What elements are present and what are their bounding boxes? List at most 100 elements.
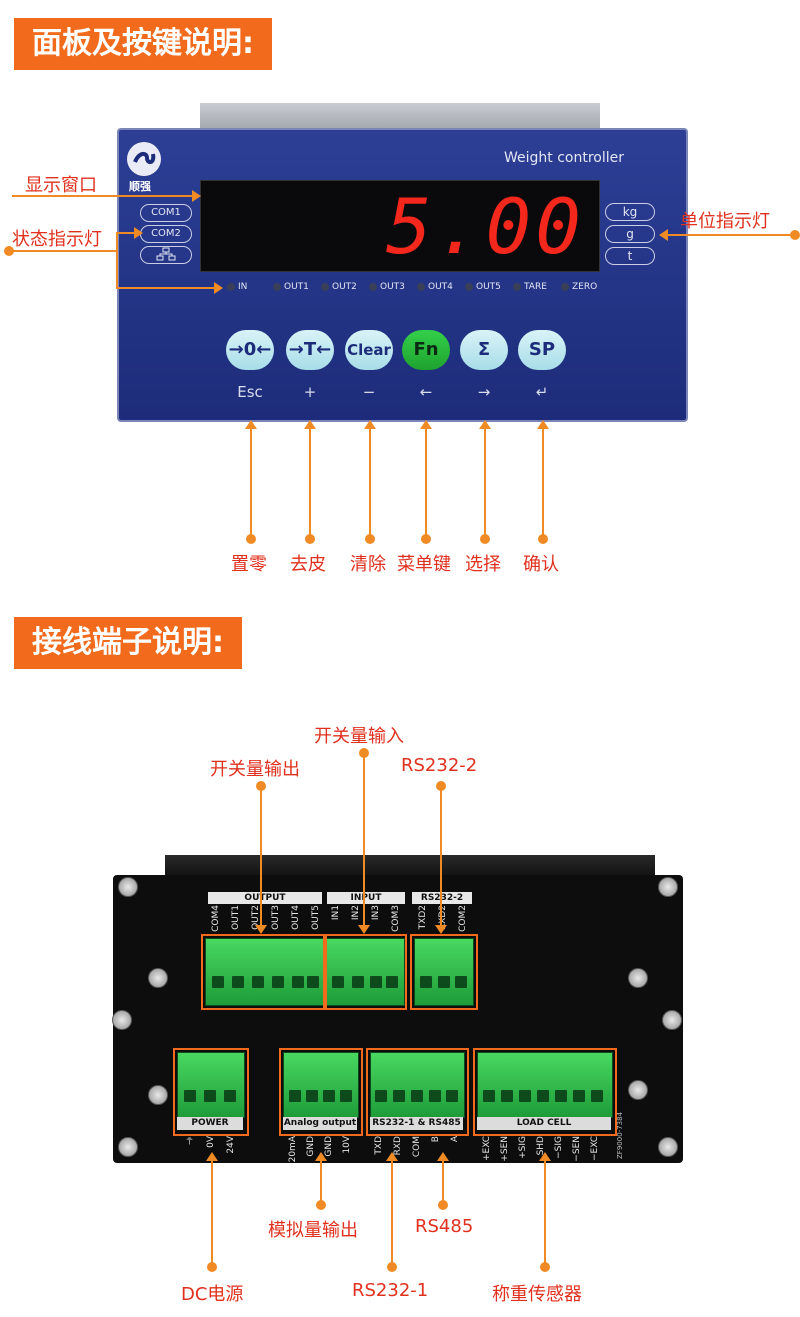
rs232-1-callout: RS232-1: [352, 1280, 429, 1301]
switch-out-callout: 开关量输出: [210, 759, 300, 780]
unit-t-indicator: t: [605, 247, 655, 265]
tare-key-desc: 去皮: [290, 554, 326, 575]
led-out4: [417, 283, 425, 291]
rs232-2-terminal-block[interactable]: [414, 938, 474, 1006]
pin-label: +SIG: [518, 1136, 528, 1159]
led-out1-label: OUT1: [284, 282, 309, 292]
led-out2: [321, 283, 329, 291]
sp-key-sublabel: ↵: [535, 383, 549, 401]
pin-label: OUT3: [271, 905, 281, 930]
ground-icon: ⏚: [186, 1136, 196, 1145]
pin-label: 20mA: [288, 1136, 298, 1163]
pin-label: B: [431, 1136, 441, 1143]
screw: [658, 877, 678, 897]
network-indicator: [140, 246, 192, 264]
pin-label: TXD: [374, 1136, 384, 1155]
pin-label: −EXC: [590, 1136, 600, 1162]
analog-caption: Analog output: [283, 1117, 357, 1130]
display-callout: 显示窗口: [25, 175, 97, 196]
unit-t-label: t: [627, 249, 633, 263]
zero-key-sublabel: Esc: [237, 383, 263, 401]
led-out3: [369, 283, 377, 291]
sum-key-desc: 选择: [465, 554, 501, 575]
led-out5-label: OUT5: [476, 282, 501, 292]
led-tare-label: TARE: [524, 282, 547, 292]
screw: [118, 1137, 138, 1157]
screw: [148, 968, 168, 988]
input-group-header: INPUT: [327, 892, 405, 904]
rs-terminal-block[interactable]: [370, 1052, 465, 1118]
led-tare: [513, 283, 521, 291]
analog-terminal-block[interactable]: [283, 1052, 359, 1118]
tare-key[interactable]: →T←: [286, 330, 334, 370]
com1-label: COM1: [151, 207, 181, 218]
led-out5: [465, 283, 473, 291]
output-group-header: OUTPUT: [208, 892, 322, 904]
unit-kg-indicator: kg: [605, 203, 655, 221]
pin-label: COM3: [391, 905, 401, 932]
weight-display: 5.00: [200, 180, 600, 272]
unit-g-indicator: g: [605, 225, 655, 243]
input-terminal-block[interactable]: [325, 938, 405, 1006]
fn-key-desc: 菜单键: [397, 554, 451, 575]
sum-key[interactable]: Σ: [460, 330, 508, 370]
pin-label: OUT5: [311, 905, 321, 930]
analog-callout: 模拟量输出: [268, 1220, 358, 1241]
unit-kg-label: kg: [622, 205, 638, 219]
rs485-callout: RS485: [415, 1216, 474, 1237]
display-value: 5.00: [385, 182, 585, 271]
com1-indicator: COM1: [140, 204, 192, 222]
screw: [148, 1085, 168, 1105]
loadcell-highlight: [473, 1048, 617, 1136]
zero-key[interactable]: →0←: [226, 330, 274, 370]
pin-label: +EXC: [482, 1136, 492, 1162]
com2-indicator: COM2: [140, 225, 192, 243]
screw: [662, 1010, 682, 1030]
pin-label: COM2: [458, 905, 468, 932]
pin-label: A: [450, 1136, 460, 1143]
pin-label: IN1: [331, 905, 341, 921]
rs232-2-group-header: RS232-2: [412, 892, 472, 904]
tare-key-sublabel: +: [303, 383, 317, 401]
fn-key[interactable]: Fn: [402, 330, 450, 370]
loadcell-terminal-block[interactable]: [477, 1052, 613, 1118]
input-highlight: [323, 934, 407, 1010]
pin-label: IN3: [371, 905, 381, 921]
pin-label: TXD2: [418, 905, 428, 930]
clear-key-sublabel: −: [362, 383, 376, 401]
pin-label: 10V: [342, 1136, 352, 1154]
unit-g-label: g: [626, 227, 634, 241]
status-callout: 状态指示灯: [12, 229, 102, 250]
brand-logo: [127, 142, 161, 176]
sp-key[interactable]: SP: [518, 330, 566, 370]
output-terminal-block[interactable]: [205, 938, 325, 1006]
com2-label: COM2: [151, 228, 181, 239]
model-label: Weight controller: [504, 150, 625, 166]
switch-in-callout: 开关量输入: [314, 726, 404, 747]
screw: [112, 1010, 132, 1030]
unit-callout: 单位指示灯: [680, 211, 770, 232]
clear-key[interactable]: Clear: [345, 330, 393, 370]
led-zero-label: ZERO: [572, 282, 598, 292]
screw: [658, 1137, 678, 1157]
network-icon: [156, 247, 176, 261]
pin-label: COM: [412, 1136, 422, 1158]
rs232-2-callout: RS232-2: [401, 755, 478, 776]
pin-label: 24V: [226, 1136, 236, 1154]
pin-label: −SIG: [554, 1136, 564, 1159]
pin-label: −SEN: [572, 1136, 582, 1162]
screw: [118, 877, 138, 897]
pin-label: 0V: [206, 1136, 216, 1148]
led-in-label: IN: [238, 282, 248, 292]
serial-text: ZF9000-7384: [616, 1112, 624, 1159]
panel-section-title: 面板及按键说明:: [14, 18, 272, 70]
rs232-2-highlight: [410, 934, 478, 1010]
led-out2-label: OUT2: [332, 282, 357, 292]
sp-key-desc: 确认: [523, 554, 559, 575]
led-out1: [273, 283, 281, 291]
led-zero: [561, 283, 569, 291]
pin-label: COM4: [211, 905, 221, 932]
zero-key-desc: 置零: [231, 554, 267, 575]
screw: [628, 968, 648, 988]
rear-top-casing: [165, 855, 655, 877]
